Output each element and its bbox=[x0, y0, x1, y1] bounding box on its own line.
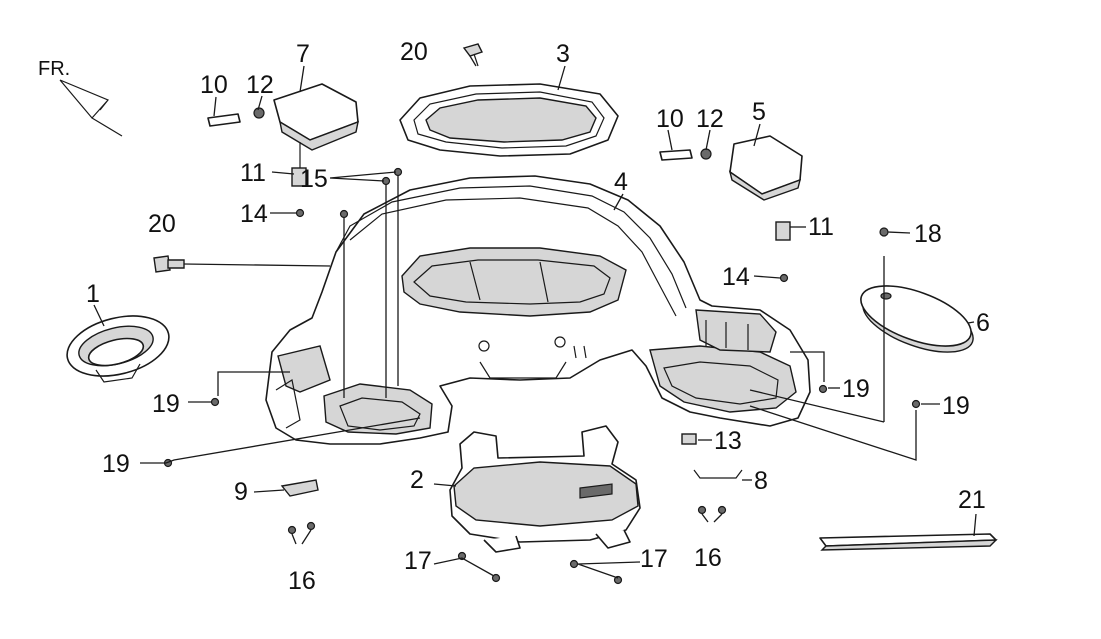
label-part-20-top: 20 bbox=[400, 38, 428, 66]
label-part-15: 15 bbox=[300, 165, 328, 193]
label-part-16-right: 16 bbox=[694, 544, 722, 572]
label-part-4: 4 bbox=[614, 168, 628, 196]
inner-cover-body bbox=[265, 175, 811, 445]
label-part-12-left: 12 bbox=[246, 71, 274, 99]
front-direction-indicator: FR. bbox=[38, 58, 123, 137]
label-part-20-left: 20 bbox=[148, 210, 176, 238]
label-part-7: 7 bbox=[296, 40, 310, 68]
hardware-parts bbox=[153, 43, 921, 585]
label-part-9: 9 bbox=[234, 478, 248, 506]
label-part-18: 18 bbox=[914, 220, 942, 248]
oval-lid bbox=[860, 285, 974, 353]
label-part-19-c: 19 bbox=[842, 375, 870, 403]
label-part-19-b: 19 bbox=[102, 450, 130, 478]
label-part-11-left: 11 bbox=[240, 159, 266, 187]
label-part-17-right: 17 bbox=[640, 545, 668, 573]
leader-lines bbox=[93, 55, 977, 579]
label-part-1: 1 bbox=[86, 280, 100, 308]
label-part-14-right: 14 bbox=[722, 263, 750, 291]
label-part-10-left: 10 bbox=[200, 71, 228, 99]
label-part-11-right: 11 bbox=[808, 213, 834, 241]
oval-trim-ring bbox=[399, 83, 619, 157]
fr-label: FR. bbox=[38, 58, 70, 80]
label-part-5: 5 bbox=[752, 98, 766, 126]
label-part-19-d: 19 bbox=[942, 392, 970, 420]
label-part-19-a: 19 bbox=[152, 390, 180, 418]
label-part-12-right: 12 bbox=[696, 105, 724, 133]
label-part-16-left: 16 bbox=[288, 567, 316, 595]
label-part-14-left: 14 bbox=[240, 200, 268, 228]
label-part-13: 13 bbox=[714, 427, 742, 455]
label-part-6: 6 bbox=[976, 309, 990, 337]
label-part-21: 21 bbox=[958, 486, 986, 514]
label-part-17-left: 17 bbox=[404, 547, 432, 575]
cup-holder-ring bbox=[66, 315, 170, 383]
label-part-3: 3 bbox=[556, 40, 570, 68]
right-lid bbox=[728, 135, 803, 201]
label-part-2: 2 bbox=[410, 466, 424, 494]
left-lid bbox=[273, 83, 359, 172]
label-part-8: 8 bbox=[754, 467, 768, 495]
trim-strip bbox=[819, 533, 998, 551]
part-number-labels: 1 2 3 4 5 6 7 8 9 10 10 11 11 12 12 13 1… bbox=[86, 38, 990, 595]
label-part-10-right: 10 bbox=[656, 105, 684, 133]
lower-tray bbox=[449, 425, 641, 553]
